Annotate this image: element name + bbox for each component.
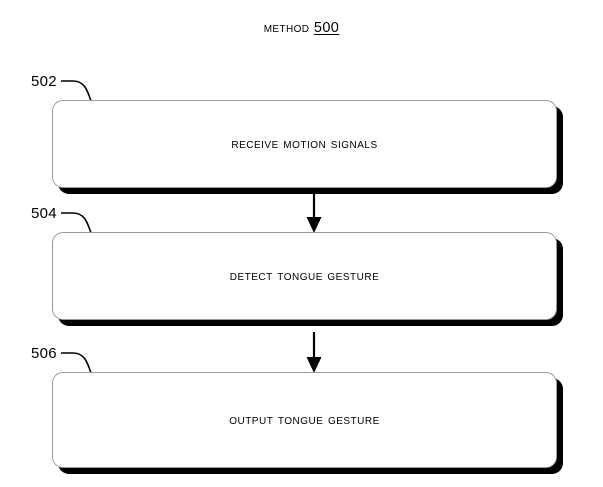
node-detect-tongue-gesture[interactable]: Detect Tongue Gesture bbox=[52, 232, 557, 320]
leader-line-504 bbox=[61, 212, 92, 234]
node-label-502: Receive Motion Signals bbox=[231, 136, 378, 152]
leader-line-502 bbox=[61, 80, 92, 102]
ref-numeral-504: 504 bbox=[31, 205, 57, 222]
ref-numeral-506: 506 bbox=[31, 345, 57, 362]
node-label-506: Output Tongue Gesture bbox=[229, 412, 380, 428]
leader-line-506 bbox=[61, 352, 92, 374]
ref-numeral-502: 502 bbox=[31, 73, 57, 90]
figure-title-text: Method bbox=[263, 20, 314, 36]
figure-title: Method 500 bbox=[0, 20, 603, 36]
arrow-502-to-504 bbox=[306, 192, 322, 233]
node-label-504: Detect Tongue Gesture bbox=[229, 268, 380, 284]
arrow-504-to-506 bbox=[306, 332, 322, 373]
node-receive-motion-signals[interactable]: Receive Motion Signals bbox=[52, 100, 557, 188]
node-output-tongue-gesture[interactable]: Output Tongue Gesture bbox=[52, 372, 557, 468]
figure-title-number: 500 bbox=[313, 20, 340, 36]
